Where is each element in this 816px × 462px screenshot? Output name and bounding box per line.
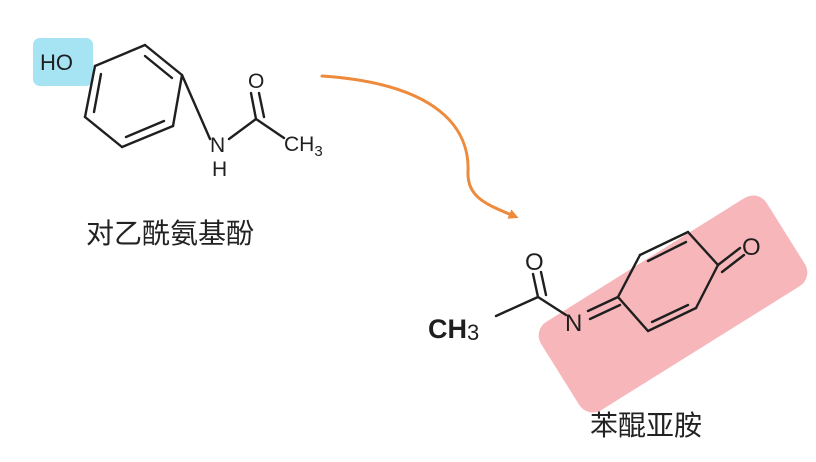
methyl-label-2: CH3 [428,314,479,345]
hydroxyl-label: HO [40,50,73,75]
paracetamol-structure: HO O N H CH3 [33,38,323,181]
methyl-label: CH3 [284,133,323,160]
reaction-arrow [320,74,519,219]
hydroxyl-highlight [33,38,93,86]
acetyl-oxygen-label: O [525,249,544,276]
ring-oxygen-label: O [742,234,761,261]
amide-oxygen-label: O [248,70,264,93]
quinone-imine-name: 苯醌亚胺 [590,409,703,442]
quinone-imine-structure: O O N CH3 [428,195,808,413]
amide-hydrogen-label: H [212,158,227,181]
amide-bonds [180,73,286,141]
quinone-ring [616,230,720,333]
imine-nitrogen-label: N [565,310,582,337]
quinone-ring-highlight [538,195,808,413]
paracetamol-name: 对乙酰氨基酚 [86,217,255,250]
benzene-ring [83,43,184,149]
quinone-substituent-bonds [494,246,746,321]
amide-nitrogen-label: N [210,134,225,157]
